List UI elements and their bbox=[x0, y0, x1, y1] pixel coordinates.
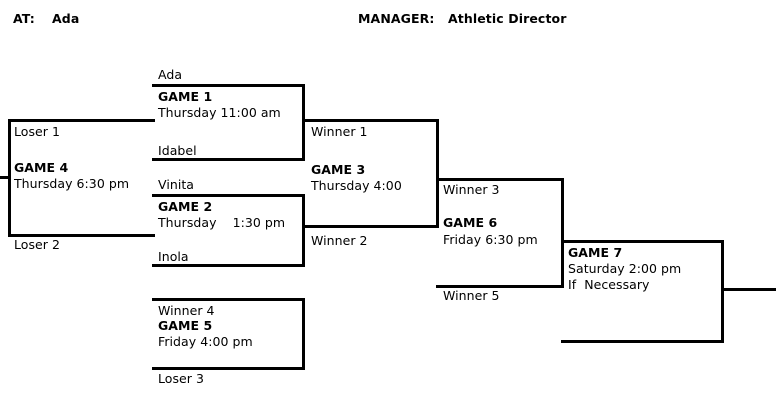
game3-top-entrant: Winner 1 bbox=[311, 124, 368, 139]
game2-box-top bbox=[152, 194, 305, 197]
game6-bottom-entrant: Winner 5 bbox=[443, 288, 500, 303]
game5-box-top bbox=[152, 298, 305, 301]
game6-box-bottom bbox=[436, 285, 564, 288]
game1-box-right bbox=[302, 84, 305, 161]
game2-bottom-entrant: Inola bbox=[158, 249, 189, 264]
game4-title: GAME 4 bbox=[14, 160, 69, 175]
game3-title: GAME 3 bbox=[311, 162, 366, 177]
game6-box-right bbox=[561, 178, 564, 288]
manager-value: Athletic Director bbox=[448, 11, 567, 26]
connector-into-game4 bbox=[0, 176, 10, 179]
game7-box-top bbox=[561, 240, 724, 243]
venue-value: Ada bbox=[52, 11, 80, 26]
game5-box-bottom bbox=[152, 367, 305, 370]
game3-box-top bbox=[305, 119, 439, 122]
game4-top-entrant: Loser 1 bbox=[14, 124, 61, 139]
game3-box-bottom bbox=[305, 225, 439, 228]
game2-box-bottom bbox=[152, 264, 305, 267]
game4-time: Thursday 6:30 pm bbox=[14, 176, 130, 191]
game5-time: Friday 4:00 pm bbox=[158, 334, 253, 349]
game6-title: GAME 6 bbox=[443, 215, 498, 230]
manager-label: MANAGER: bbox=[358, 11, 435, 26]
connector-game2-left bbox=[143, 234, 155, 237]
connector-champion-out bbox=[721, 288, 776, 291]
game4-box-top bbox=[8, 119, 155, 122]
game1-bottom-entrant: Idabel bbox=[158, 143, 197, 158]
game5-bottom-entrant: Loser 3 bbox=[158, 371, 205, 386]
game4-box-bottom bbox=[8, 234, 155, 237]
game2-top-entrant: Vinita bbox=[158, 177, 195, 192]
game7-box-right bbox=[721, 240, 724, 343]
game6-box-top bbox=[436, 178, 564, 181]
venue-label: AT: bbox=[13, 11, 35, 26]
game7-note: If Necessary bbox=[568, 277, 650, 292]
game7-box-bottom bbox=[561, 340, 724, 343]
game6-top-entrant: Winner 3 bbox=[443, 182, 500, 197]
game2-box-right bbox=[302, 194, 305, 267]
game1-top-entrant: Ada bbox=[158, 67, 183, 82]
game4-bottom-entrant: Loser 2 bbox=[14, 237, 61, 252]
game3-time: Thursday 4:00 bbox=[311, 178, 402, 193]
game1-time: Thursday 11:00 am bbox=[158, 105, 281, 120]
game2-title: GAME 2 bbox=[158, 199, 213, 214]
game2-time: Thursday 1:30 pm bbox=[158, 215, 286, 230]
game5-title: GAME 5 bbox=[158, 318, 213, 333]
game7-title: GAME 7 bbox=[568, 245, 623, 260]
game5-top-entrant: Winner 4 bbox=[158, 303, 215, 318]
game1-box-bottom bbox=[152, 158, 305, 161]
game3-box-right bbox=[436, 119, 439, 228]
game1-box-top bbox=[152, 84, 305, 87]
game6-time: Friday 6:30 pm bbox=[443, 232, 538, 247]
game3-bottom-entrant: Winner 2 bbox=[311, 233, 368, 248]
connector-game1-left bbox=[143, 119, 155, 122]
game7-time: Saturday 2:00 pm bbox=[568, 261, 682, 276]
game5-box-right bbox=[302, 298, 305, 370]
game1-title: GAME 1 bbox=[158, 89, 213, 104]
